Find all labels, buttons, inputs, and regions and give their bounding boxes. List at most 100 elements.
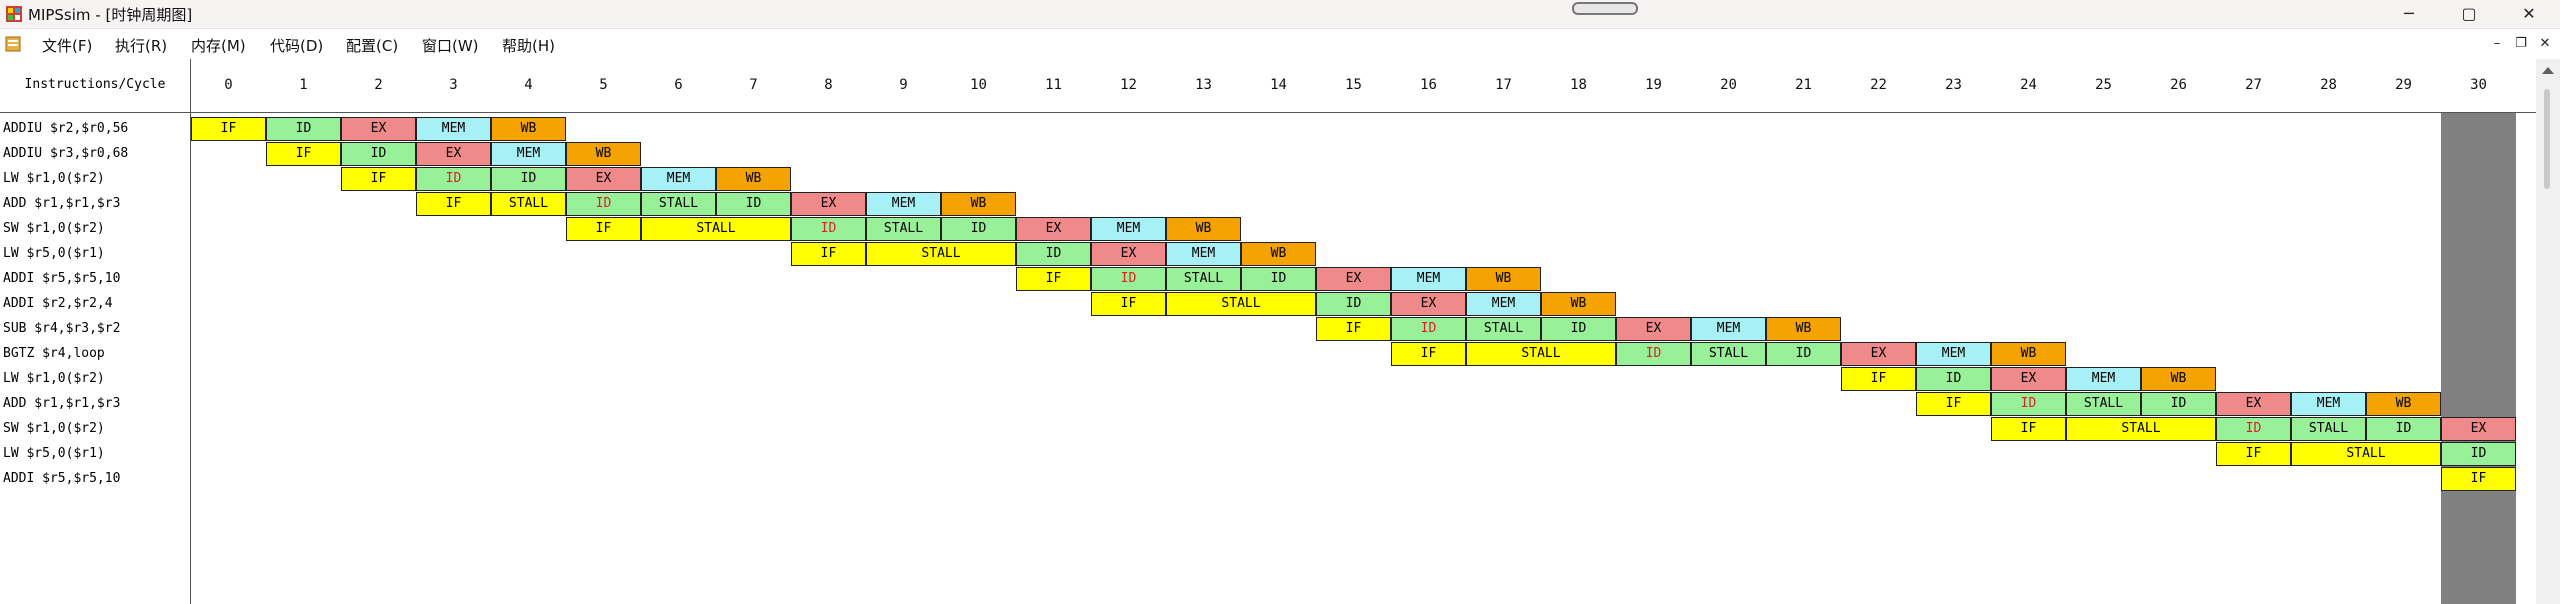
- menu-code[interactable]: 代码(D): [270, 37, 324, 55]
- instruction-label: BGTZ $r4,loop: [3, 346, 105, 361]
- stage-id: ID: [1991, 392, 2066, 416]
- stage-ex: EX: [1616, 317, 1691, 341]
- stage-id: ID: [266, 117, 341, 141]
- cycle-header-7: 7: [749, 77, 758, 93]
- cycle-header-12: 12: [1120, 77, 1137, 93]
- stage-ex: EX: [2216, 392, 2291, 416]
- cycle-header-2: 2: [374, 77, 383, 93]
- stage-id: ID: [1766, 342, 1841, 366]
- stage-if: IF: [1991, 417, 2066, 441]
- stage-if: IF: [1016, 267, 1091, 291]
- mdi-restore-button[interactable]: ❐: [2515, 36, 2527, 51]
- menu-memory[interactable]: 内存(M): [191, 37, 246, 55]
- maximize-button[interactable]: ▢: [2461, 4, 2477, 23]
- stage-mem: MEM: [641, 167, 716, 191]
- stage-ex: EX: [1991, 367, 2066, 391]
- vertical-scrollbar[interactable]: [2536, 59, 2560, 604]
- stage-mem: MEM: [416, 117, 491, 141]
- stage-mem: MEM: [2066, 367, 2141, 391]
- stage-ex: EX: [341, 117, 416, 141]
- cycle-header-11: 11: [1045, 77, 1062, 93]
- mdi-close-button[interactable]: ✕: [2539, 36, 2551, 51]
- cycle-header-24: 24: [2020, 77, 2037, 93]
- minimize-button[interactable]: ─: [2404, 4, 2414, 23]
- stage-stall: STALL: [2066, 392, 2141, 416]
- stage-stall: STALL: [1466, 342, 1616, 366]
- stage-wb: WB: [1241, 242, 1316, 266]
- stage-stall: STALL: [866, 217, 941, 241]
- title-bar[interactable]: MIPSsim - [时钟周期图] ─ ▢ ✕: [0, 0, 2560, 29]
- cycle-header-9: 9: [899, 77, 908, 93]
- instruction-label: SW $r1,0($r2): [3, 221, 105, 236]
- menu-config[interactable]: 配置(C): [346, 37, 399, 55]
- instruction-label: LW $r1,0($r2): [3, 171, 105, 186]
- instruction-label: LW $r5,0($r1): [3, 246, 105, 261]
- cycle-header-22: 22: [1870, 77, 1887, 93]
- stage-id: ID: [1616, 342, 1691, 366]
- menu-file[interactable]: 文件(F): [42, 37, 93, 55]
- cycle-header-28: 28: [2320, 77, 2337, 93]
- stage-wb: WB: [491, 117, 566, 141]
- stage-id: ID: [1541, 317, 1616, 341]
- stage-id: ID: [1916, 367, 1991, 391]
- stage-wb: WB: [716, 167, 791, 191]
- scroll-thumb[interactable]: [2544, 89, 2550, 189]
- mdi-minimize-button[interactable]: –: [2493, 36, 2501, 51]
- stage-id: ID: [1241, 267, 1316, 291]
- title-scroll-indicator: [1572, 2, 1638, 15]
- instructions-cycle-header: Instructions/Cycle: [24, 77, 166, 92]
- stage-mem: MEM: [491, 142, 566, 166]
- stage-ex: EX: [1016, 217, 1091, 241]
- stage-mem: MEM: [1166, 242, 1241, 266]
- cycle-header-5: 5: [599, 77, 608, 93]
- cycle-header-13: 13: [1195, 77, 1212, 93]
- stage-if: IF: [416, 192, 491, 216]
- stage-id: ID: [791, 217, 866, 241]
- stage-id: ID: [2366, 417, 2441, 441]
- stage-if: IF: [1391, 342, 1466, 366]
- stage-if: IF: [791, 242, 866, 266]
- instruction-label: ADDIU $r3,$r0,68: [3, 146, 129, 161]
- scroll-up-icon[interactable]: [2542, 67, 2554, 74]
- stage-ex: EX: [1841, 342, 1916, 366]
- menu-execute[interactable]: 执行(R): [115, 37, 168, 55]
- stage-id: ID: [2216, 417, 2291, 441]
- stage-id: ID: [941, 217, 1016, 241]
- stage-id: ID: [566, 192, 641, 216]
- stage-stall: STALL: [491, 192, 566, 216]
- cycle-header-25: 25: [2095, 77, 2112, 93]
- stage-id: ID: [416, 167, 491, 191]
- document-icon[interactable]: [5, 36, 21, 52]
- stage-if: IF: [1316, 317, 1391, 341]
- stage-ex: EX: [1316, 267, 1391, 291]
- cycle-header-1: 1: [299, 77, 308, 93]
- cycle-header-14: 14: [1270, 77, 1287, 93]
- stage-stall: STALL: [641, 192, 716, 216]
- stage-id: ID: [1391, 317, 1466, 341]
- cycle-header-23: 23: [1945, 77, 1962, 93]
- stage-id: ID: [716, 192, 791, 216]
- stage-id: ID: [2441, 442, 2516, 466]
- window-title: MIPSsim - [时钟周期图]: [28, 6, 193, 24]
- stage-stall: STALL: [641, 217, 791, 241]
- stage-ex: EX: [1091, 242, 1166, 266]
- stage-wb: WB: [1991, 342, 2066, 366]
- stage-mem: MEM: [1916, 342, 1991, 366]
- cycle-header-6: 6: [674, 77, 683, 93]
- stage-stall: STALL: [1691, 342, 1766, 366]
- stage-stall: STALL: [866, 242, 1016, 266]
- stage-id: ID: [491, 167, 566, 191]
- menu-window[interactable]: 窗口(W): [422, 37, 479, 55]
- stage-wb: WB: [1766, 317, 1841, 341]
- instruction-label: SUB $r4,$r3,$r2: [3, 321, 121, 336]
- menu-help[interactable]: 帮助(H): [502, 37, 555, 55]
- stage-stall: STALL: [1466, 317, 1541, 341]
- stage-id: ID: [1316, 292, 1391, 316]
- stage-wb: WB: [1466, 267, 1541, 291]
- stage-wb: WB: [566, 142, 641, 166]
- close-button[interactable]: ✕: [2522, 4, 2536, 23]
- cycle-header-16: 16: [1420, 77, 1437, 93]
- stage-stall: STALL: [2066, 417, 2216, 441]
- stage-wb: WB: [1541, 292, 1616, 316]
